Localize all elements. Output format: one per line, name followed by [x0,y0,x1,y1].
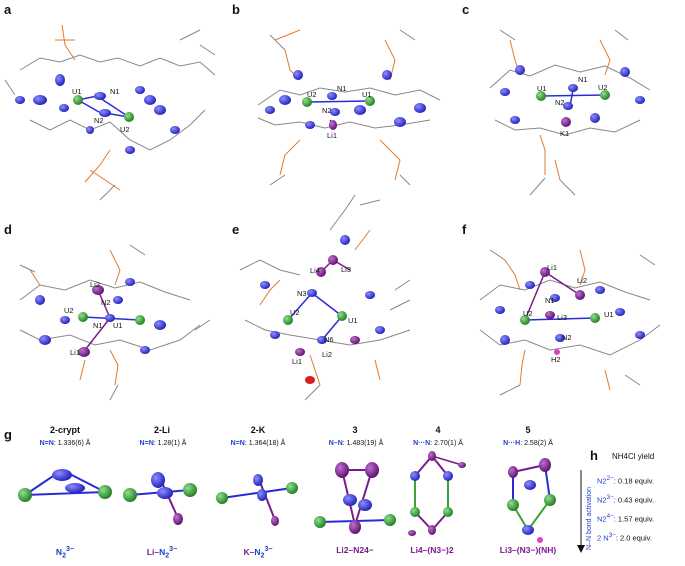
g-formula-2-li: Li–N23− [146,545,178,560]
structure-a [4,24,216,201]
core-2-k [216,474,298,526]
panel-letter-g: g [4,427,12,442]
h-row-1: N22−: 0.18 equiv. [597,475,655,486]
structure-f [479,249,661,396]
g-title-4: 4 [435,425,441,435]
label-d-n1: N1 [93,321,103,330]
g-dist-4: N···N: 2.70(1) Å [413,440,463,447]
label-f-li2: Li2 [577,276,587,285]
g-formula-4: Li4–(N3−)2 [410,545,454,555]
label-e-li4: Li4 [310,266,320,275]
label-b-u1: U1 [362,90,372,99]
label-d-n2: N2 [101,298,111,307]
g-title-2-li: 2-Li [153,425,170,435]
g-title-3: 3 [352,425,358,435]
g-formula-5: Li3–(N3−)(NH) [499,545,557,555]
label-c-n1: N1 [578,75,588,84]
g-title-5: 5 [525,425,531,435]
structure-e [239,194,411,401]
g-dist-2-crypt: N=N: 1.336(6) Å [39,440,91,447]
g-title-2-crypt: 2-crypt [49,425,80,435]
label-c-u2: U2 [598,83,608,92]
g-dist-5: N···H: 2.58(2) Å [503,440,553,447]
label-c-u1: U1 [537,84,547,93]
label-b-li1: Li1 [327,131,337,140]
label-b-n1: N1 [337,84,347,93]
label-d-li1: Li1 [70,348,80,357]
label-b-n2: N2 [322,106,332,115]
label-f-h2: H2 [551,355,561,364]
h-row-3: N24−: 1.57 equiv. [597,513,655,524]
panel-letter-c: c [462,2,470,17]
label-d-u2: U2 [64,306,74,315]
label-f-li1: Li1 [547,263,557,272]
panel-letter-f: f [462,222,467,237]
label-a-n2: N2 [94,116,104,125]
g-formula-3: Li2–N24− [336,545,374,555]
core-3 [314,462,396,534]
label-c-n2: N2 [555,98,565,107]
label-e-n3: N3 [297,289,307,298]
core-2-li [123,472,197,525]
label-f-n2: N2 [562,333,572,342]
label-f-u1: U1 [604,310,614,319]
label-d-li2: Li2 [90,280,100,289]
label-f-u2: U2 [523,309,533,318]
core-2-crypt [18,469,112,502]
structure-b [257,29,441,186]
g-dist-3: N–N: 1.483(19) Å [328,440,384,447]
label-e-li2: Li2 [322,350,332,359]
h-row-4: 2 N3−: 2.0 equiv. [597,532,652,543]
label-f-n1: N1 [545,296,555,305]
h-row-2: N23−: 0.43 equiv. [597,494,655,505]
g-dist-2-li: N=N: 1.28(1) Å [139,440,187,447]
g-formula-2-k: K–N23− [243,545,273,560]
label-f-li3: Li3 [557,313,567,322]
structure-c [489,29,651,196]
label-a-u2: U2 [120,125,130,134]
panel-letter-e: e [232,222,240,237]
core-4 [408,451,466,536]
label-e-n6: N6 [324,335,334,344]
panel-letter-b: b [232,2,240,17]
label-d-u1: U1 [113,321,123,330]
panel-letter-a: a [4,2,12,17]
panel-letter-h: h [590,448,598,463]
h-title: NH4Cl yield [612,452,655,461]
label-a-n1: N1 [110,87,120,96]
label-a-u1: U1 [72,87,82,96]
activation-arrowhead [577,545,585,553]
g-title-2-k: 2-K [250,425,266,435]
label-e-u1: U1 [348,316,358,325]
label-e-li1: Li1 [292,357,302,366]
label-e-li3: Li3 [341,265,351,274]
core-5 [507,458,556,543]
label-e-u2: U2 [290,308,300,317]
label-c-k1: K1 [560,129,569,138]
label-b-u2: U2 [307,90,317,99]
g-formula-2-crypt: N23− [55,545,75,560]
h-axis-label: N–N bond activation [586,486,593,550]
g-dist-2-k: N=N: 1.364(18) Å [230,440,286,447]
structure-d [19,244,211,401]
panel-letter-d: d [4,222,12,237]
